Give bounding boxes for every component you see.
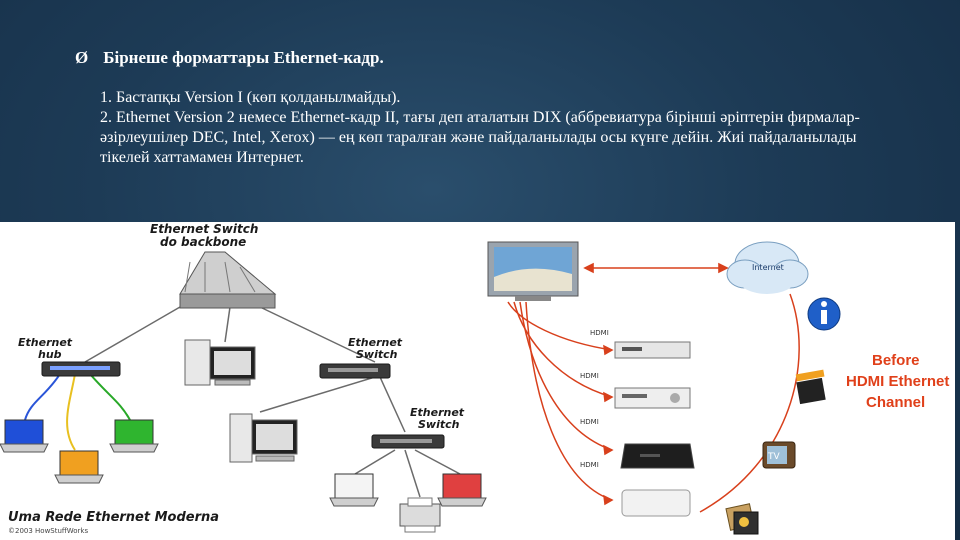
backbone-switch-icon	[179, 251, 277, 309]
dvd-player-icon	[614, 341, 691, 359]
retro-tv-icon	[762, 441, 796, 469]
tv-internet-arrow	[583, 262, 729, 274]
laptop-white-icon	[329, 473, 379, 507]
network-diagram-svg: Ethernet Switch do backbone Ethernet hub…	[0, 222, 949, 535]
internet-cloud-icon	[726, 241, 809, 294]
backbone-label-2: do backbone	[160, 235, 246, 249]
internet-return-arrow	[699, 293, 800, 513]
diagram-caption: Uma Rede Ethernet Moderna	[8, 510, 219, 525]
body-paragraph-2: 2. Ethernet Version 2 немесе Ethernet-ка…	[100, 109, 860, 166]
flat-screen-tv-icon	[487, 241, 579, 301]
cloud-label: Internet	[752, 263, 784, 272]
switch2-label-2: Switch	[418, 418, 460, 431]
switch2-label-1: Ethernet	[410, 406, 465, 419]
hdmi-cables	[507, 301, 614, 506]
before-text-line-2: HDMI Ethernet	[846, 373, 949, 390]
left-network-links	[84, 306, 461, 498]
switch1-label-2: Switch	[356, 348, 398, 361]
before-text-line-1: Before	[872, 352, 920, 369]
media-box-icon	[621, 489, 691, 517]
laptop-blue-icon	[0, 419, 49, 453]
hdmi-label-4: HDMI	[580, 461, 599, 469]
game-console-icon	[620, 443, 695, 469]
laptop-green-icon	[109, 419, 159, 453]
desktop-computer-2-icon	[229, 413, 298, 463]
hub-label-2: hub	[38, 348, 62, 361]
bullet-arrow-icon: Ø	[75, 48, 89, 67]
hub-colored-cables	[24, 373, 131, 451]
hub-label-1: Ethernet	[18, 336, 73, 349]
clapperboard-icon	[795, 369, 826, 405]
slide-heading: Ø Бірнеше форматтары Ethernet-кадр.	[75, 48, 895, 68]
desktop-computer-icon	[184, 339, 256, 386]
backbone-label-1: Ethernet Switch	[150, 222, 258, 236]
printer-icon	[399, 497, 441, 533]
slide-body: 1. Бастапқы Version I (көп қолданылмайды…	[100, 88, 900, 168]
network-illustration: Ethernet Switch do backbone Ethernet hub…	[0, 222, 955, 540]
retro-tv-label: TV	[767, 452, 780, 462]
switch1-label-1: Ethernet	[348, 336, 403, 349]
body-paragraph-1: 1. Бастапқы Version I (көп қолданылмайды…	[100, 89, 401, 106]
hdmi-label-3: HDMI	[580, 418, 599, 426]
hdmi-label-1: HDMI	[590, 329, 609, 337]
laptop-red-icon	[437, 473, 487, 507]
photos-icon	[725, 503, 759, 535]
av-receiver-icon	[614, 387, 691, 409]
slide-heading-text: Бірнеше форматтары Ethernet-кадр.	[103, 48, 384, 67]
hdmi-label-2: HDMI	[580, 372, 599, 380]
info-icon	[807, 297, 841, 331]
laptop-orange-icon	[54, 450, 104, 484]
diagram-copyright: ©2003 HowStuffWorks	[8, 527, 88, 535]
ethernet-switch-2-icon	[371, 434, 445, 449]
before-text-line-3: Channel	[866, 394, 925, 411]
ethernet-switch-1-icon	[319, 363, 391, 379]
ethernet-hub-icon	[41, 361, 121, 377]
